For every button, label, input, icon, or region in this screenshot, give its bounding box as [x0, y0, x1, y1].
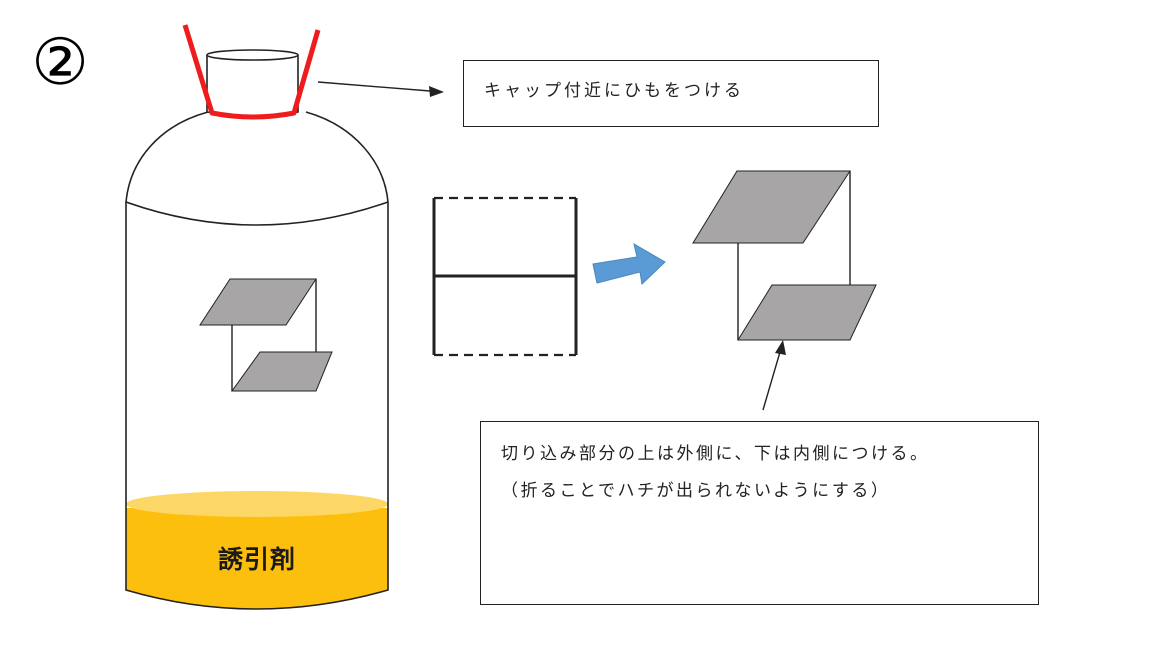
cap-string-callout: キャップ付近にひもをつける — [463, 60, 879, 127]
lure-liquid — [126, 508, 388, 609]
fold-instruction-line-1: 切り込み部分の上は外側に、下は内側につける。 — [501, 444, 930, 464]
flat-cut-card — [432, 196, 578, 357]
bottle-cap-top — [206, 49, 299, 61]
bottle-lower-flap — [231, 351, 333, 392]
fold-instruction-callout: 切り込み部分の上は外側に、下は内側につける。 （折ることでハチが出られないように… — [480, 421, 1039, 605]
right-arrow-icon — [592, 242, 666, 286]
folded-lower-flap — [737, 284, 877, 341]
fold-pointer-arrow — [762, 340, 786, 411]
step-number: ② — [31, 26, 89, 100]
folded-card — [692, 170, 877, 341]
folded-upper-flap — [692, 170, 851, 244]
fold-instruction-line-2: （折ることでハチが出られないようにする） — [501, 481, 891, 501]
bottle-cap — [206, 55, 299, 117]
bottle — [125, 24, 389, 610]
bottle-outline — [125, 111, 389, 610]
lure-liquid-surface — [126, 491, 388, 517]
hanging-string — [182, 24, 321, 120]
bottle-shoulder-seam — [125, 201, 389, 226]
cap-string-callout-text: キャップ付近にひもをつける — [484, 81, 744, 101]
lure-label: 誘引剤 — [217, 545, 296, 574]
cap-pointer-arrow — [317, 81, 444, 97]
bottle-upper-flap — [199, 278, 317, 326]
